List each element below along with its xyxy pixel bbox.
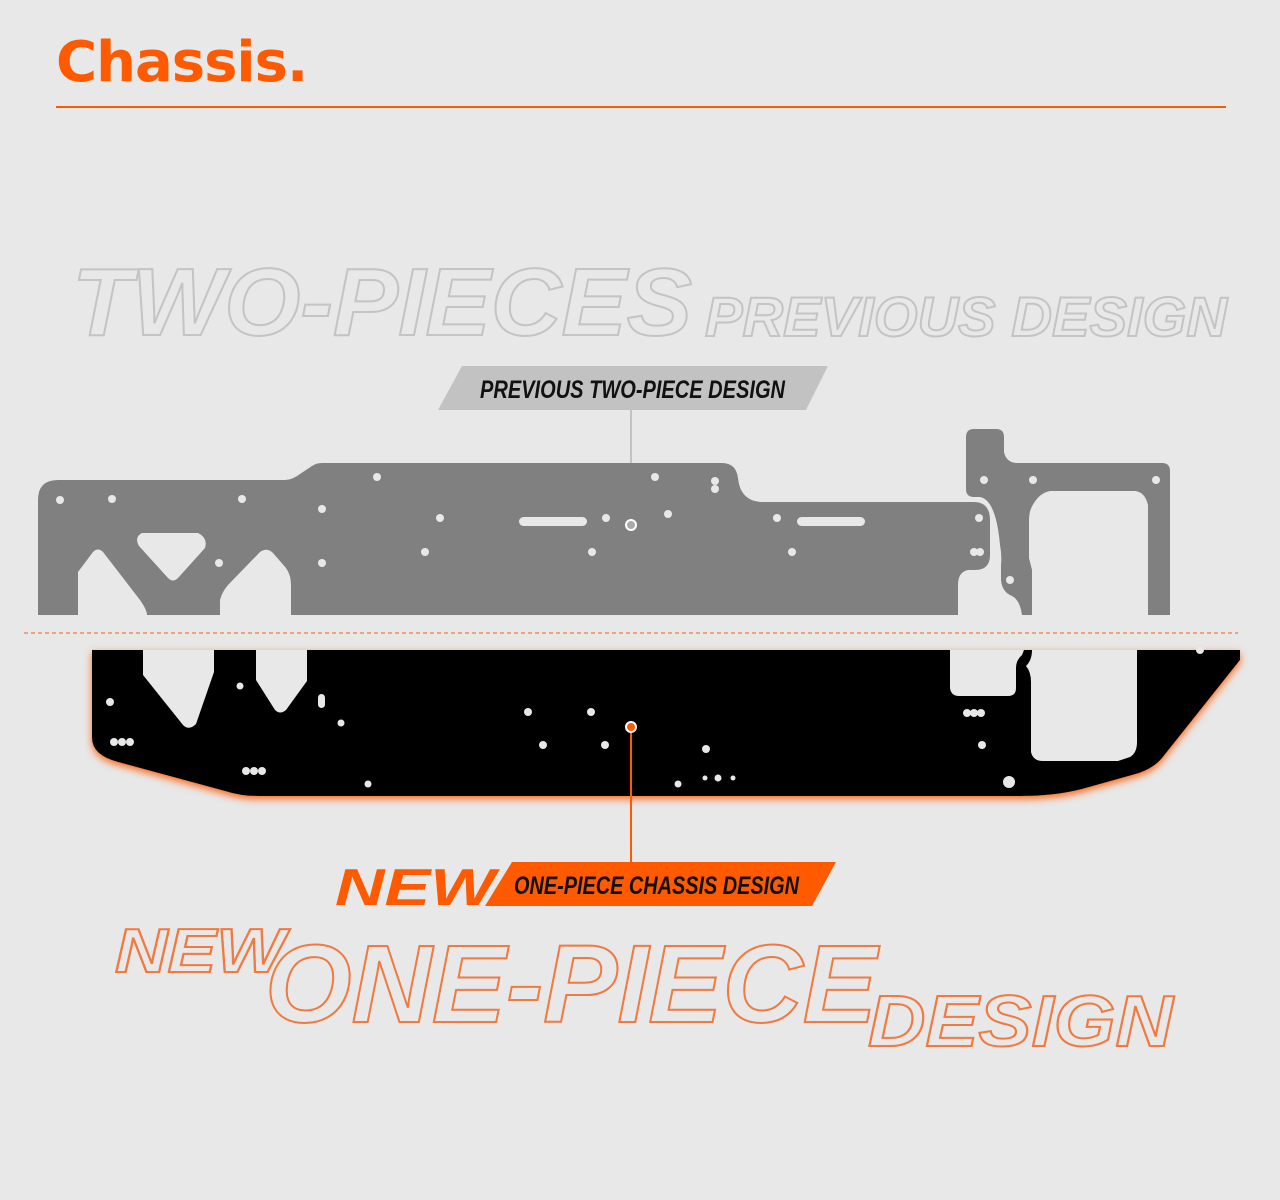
- title-divider: [56, 106, 1226, 108]
- previous-callout-text: PREVIOUS TWO-PIECE DESIGN: [480, 376, 786, 404]
- previous-sub-label: PREVIOUS DESIGN: [705, 285, 1229, 348]
- new-sub-label: DESIGN: [868, 982, 1175, 1062]
- new-callout-text: ONE-PIECE CHASSIS DESIGN: [514, 872, 800, 900]
- new-chassis: [92, 646, 1240, 796]
- new-big-prefix: NEW: [115, 917, 290, 986]
- old-chassis: [38, 429, 1170, 615]
- new-big-label: ONE-PIECE: [265, 923, 881, 1046]
- new-callout-point: [625, 721, 637, 733]
- previous-callout-tag: [438, 366, 828, 410]
- previous-big-label: TWO-PIECES: [72, 249, 692, 356]
- new-badge: NEW: [335, 859, 500, 917]
- previous-callout-point: [625, 519, 637, 531]
- new-callout-tag: [485, 862, 836, 906]
- page-title: Chassis.: [56, 30, 308, 95]
